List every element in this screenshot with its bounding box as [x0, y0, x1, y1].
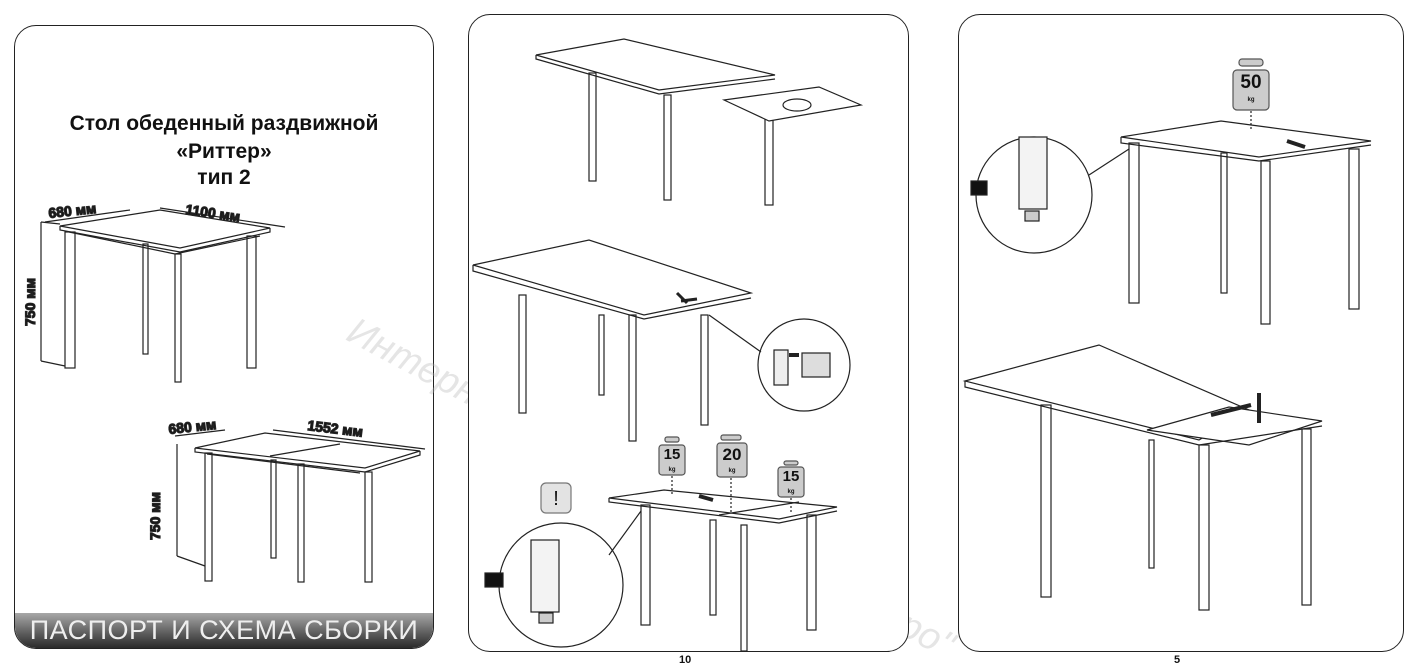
- svg-text:kg: kg: [728, 468, 735, 474]
- table-dimension-drawings: 680 мм 1100 мм 750 мм 680 мм 1552 мм 750…: [21, 199, 426, 583]
- passport-banner: ПАСПОРТ И СХЕМА СБОРКИ: [15, 613, 433, 648]
- svg-text:kg: kg: [1247, 97, 1254, 103]
- svg-text:kg: kg: [668, 467, 675, 473]
- svg-text:50: 50: [1240, 72, 1261, 93]
- warning-icon: !: [540, 482, 572, 514]
- step-extension-insert: [472, 239, 851, 442]
- svg-text:15: 15: [664, 446, 681, 463]
- step-load-test: [484, 476, 838, 651]
- cover-page: Стол обеденный раздвижной «Риттер» тип 2…: [14, 25, 434, 649]
- table-load-check: [970, 111, 1372, 325]
- closed-height-label: 750 мм: [22, 278, 38, 326]
- weight-icon-15-left: 15 kg: [658, 436, 686, 476]
- svg-text:20: 20: [723, 445, 742, 464]
- svg-text:!: !: [553, 488, 559, 510]
- svg-text:kg: kg: [787, 489, 794, 495]
- product-title-line1: Стол обеденный раздвижной: [69, 112, 379, 135]
- page-number-10: 10: [679, 654, 692, 666]
- step-extension-removal: [535, 38, 864, 206]
- open-depth-label: 680 мм: [168, 416, 217, 437]
- open-table-drawing: [174, 429, 426, 583]
- open-height-label: 750 мм: [147, 492, 163, 540]
- assembly-steps-drawing: ! 15 kg 20 kg 15 kg: [472, 38, 864, 651]
- product-title-line2: «Риттер»: [176, 140, 272, 163]
- closed-table-drawing: [40, 207, 286, 383]
- page-number-5: 5: [1174, 654, 1181, 666]
- assembly-page-5: 50 kg: [958, 14, 1404, 652]
- lock-icon: [970, 180, 988, 196]
- product-title-line3: тип 2: [197, 166, 251, 189]
- assembly-steps-drawing-p5: 50 kg: [962, 58, 1372, 611]
- lock-icon: [484, 572, 504, 588]
- table-extension-slide: [962, 344, 1323, 611]
- closed-depth-label: 680 мм: [48, 200, 97, 221]
- weight-icon-20: 20 kg: [716, 434, 748, 478]
- open-length-label: 1552 мм: [307, 417, 364, 440]
- svg-text:15: 15: [783, 468, 800, 485]
- weight-icon-15-right: 15 kg: [777, 460, 805, 498]
- weight-icon-50: 50 kg: [1232, 58, 1270, 111]
- assembly-page-10: ! 15 kg 20 kg 15 kg: [468, 14, 909, 652]
